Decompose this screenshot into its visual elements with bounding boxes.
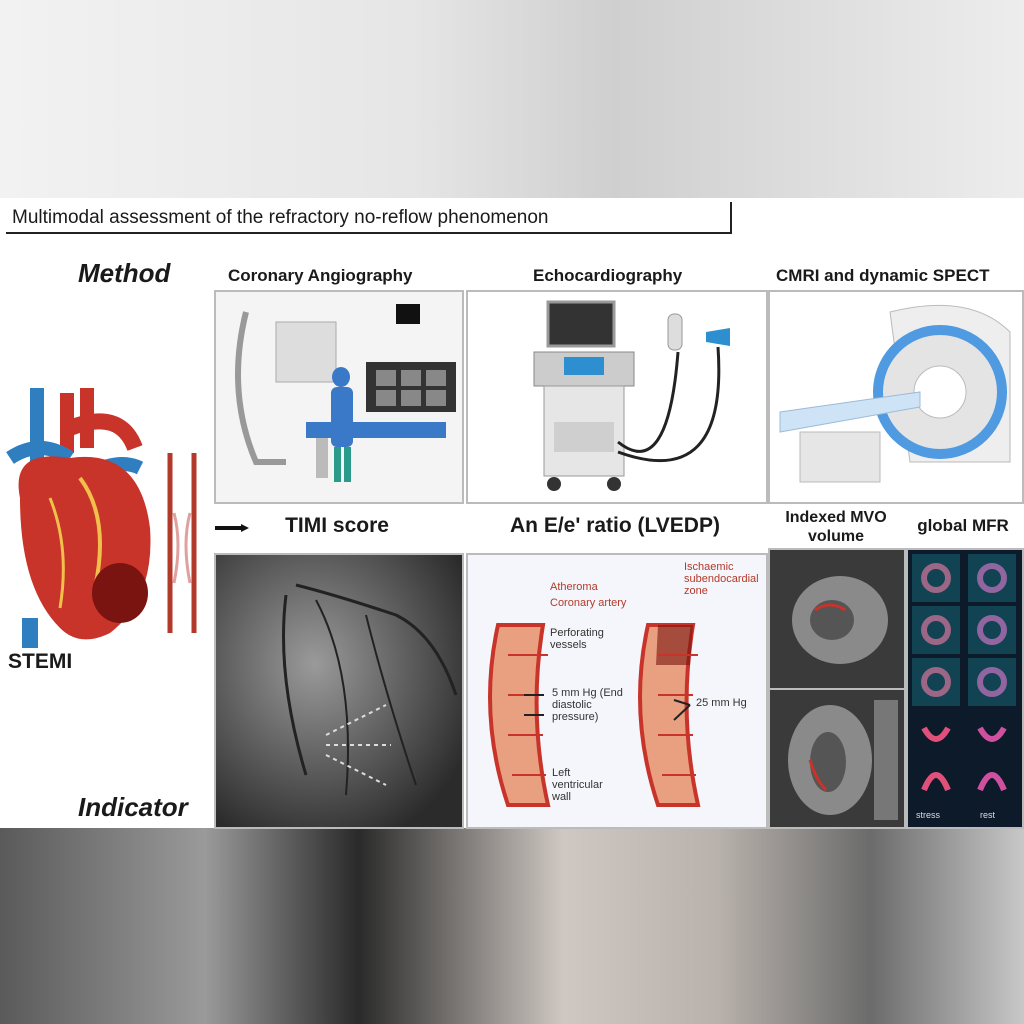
label-pressure-low: 5 mm Hg (End diastolic pressure)	[552, 687, 623, 723]
heart-artery-1	[60, 393, 74, 453]
panel-echocardiography	[466, 290, 768, 504]
method-1-title: Coronary Angiography	[228, 266, 413, 285]
cmr-short-axis-illustration	[770, 550, 904, 688]
label-perforating-vessels: Perforating vessels	[550, 627, 604, 651]
label-lv-wall: Left ventricular wall	[552, 767, 603, 803]
cath-lab-illustration	[216, 292, 462, 502]
method-3-title: CMRI and dynamic SPECT	[776, 266, 990, 285]
cmr-short-axis-image	[768, 548, 906, 690]
label-atheroma: Atheroma	[550, 581, 598, 593]
panel-cmri-spect	[768, 290, 1024, 504]
title-box: Multimodal assessment of the refractory …	[6, 202, 732, 234]
heart-ivc	[22, 618, 38, 648]
indicator-2-title: An E/e' ratio (LVEDP)	[510, 514, 720, 537]
stemi-label: STEMI	[8, 650, 73, 673]
angiogram-image	[214, 553, 464, 829]
indicator-3a-title: Indexed MVO volume	[785, 509, 887, 545]
method-2-title: Echocardiography	[533, 266, 683, 285]
label-ischaemic-zone: Ischaemic subendocardial zone	[684, 561, 759, 597]
cmr-long-axis-image	[768, 688, 906, 829]
mri-scanner-illustration	[770, 292, 1022, 502]
heart-pulmonary-left	[6, 441, 74, 464]
label-coronary-artery: Coronary artery	[550, 597, 627, 609]
heart-infarct-zone	[92, 563, 148, 623]
indicator-label: Indicator	[78, 792, 188, 822]
lv-wall-diagram: Atheroma Coronary artery Perforating ves…	[466, 553, 768, 829]
vessel-illustration	[167, 453, 197, 633]
heart-coronary-vessel-1	[78, 476, 102, 589]
figure-title: Multimodal assessment of the refractory …	[12, 207, 549, 228]
spect-stress-label: stress	[916, 810, 941, 820]
echo-machine-illustration	[468, 292, 766, 502]
diagram-figure: Multimodal assessment of the refractory …	[0, 198, 1024, 829]
heart-aortic-arch	[67, 413, 143, 452]
spect-rest-label: rest	[980, 810, 996, 820]
cmr-long-axis-illustration	[770, 690, 904, 827]
indicator-1-title: TIMI score	[285, 514, 389, 537]
heart-illustration	[6, 388, 151, 648]
background-blur-bottom	[0, 828, 1024, 1024]
angiogram-illustration	[216, 555, 462, 827]
label-pressure-high: 25 mm Hg	[696, 697, 747, 709]
arrow-right-icon	[215, 524, 249, 532]
spect-grid-illustration	[912, 554, 1016, 792]
background-blur-top	[0, 0, 1024, 198]
heart-coronary-vessel-2	[48, 497, 65, 609]
panel-coronary-angiography	[214, 290, 464, 504]
method-label: Method	[78, 258, 171, 288]
indicator-3b-title: global MFR	[917, 516, 1009, 535]
spect-polar-maps: stress rest	[906, 548, 1024, 829]
lv-wall-illustration	[488, 623, 701, 807]
